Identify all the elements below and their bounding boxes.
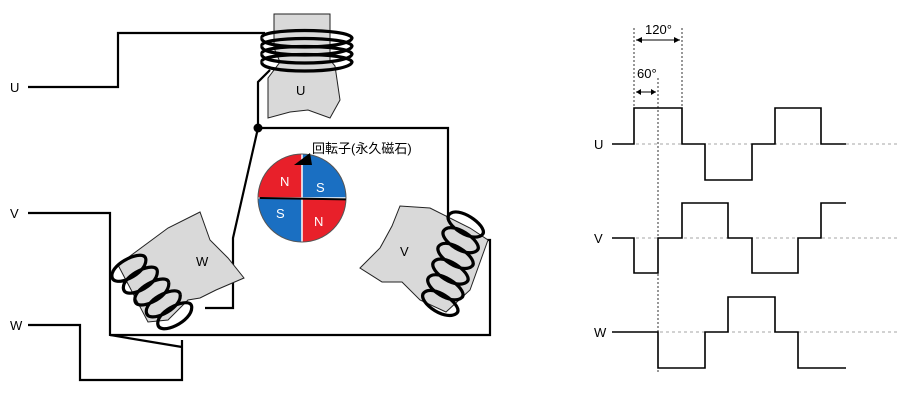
v-terminal-wire [28, 211, 183, 349]
v-phase-label: V [594, 231, 603, 246]
w-phase-waveform [612, 296, 846, 369]
u-coil-lead [256, 69, 271, 128]
w-pole: W [110, 211, 245, 331]
u-pole: U [260, 13, 354, 119]
u-pole-label: U [296, 83, 305, 98]
w-pole-label: W [196, 254, 209, 269]
v-phase-waveform [612, 202, 846, 274]
v-coil [421, 210, 485, 317]
u-phase-label: U [594, 137, 603, 152]
rotor-segment-south-left [258, 198, 302, 242]
w-terminal-wire [28, 323, 184, 382]
rotor-segment-north-top [258, 154, 302, 198]
rotor-outline [257, 153, 347, 243]
angle-60-label: 60° [637, 66, 657, 81]
angle-120-label: 120° [645, 22, 672, 37]
u-terminal-label: U [10, 80, 19, 95]
u-terminal-wire [28, 31, 265, 89]
rotor-segment-label-2: S [316, 180, 325, 195]
u-phase-waveform [612, 107, 846, 181]
v-pole: V [359, 205, 489, 317]
v-terminal-label: V [10, 206, 19, 221]
w-phase-label: W [594, 325, 607, 340]
phase-waveforms: 120° 60° U V W [594, 22, 900, 372]
rotor-arrow-head [294, 153, 312, 165]
rotor-arrow-shaft [259, 197, 346, 201]
neutral-wire-right [258, 126, 450, 215]
w-core [117, 211, 245, 323]
rotor-segment-north-bottom [302, 198, 346, 242]
rotor: N S N S [257, 153, 347, 243]
rotor-segment-label-4: S [276, 206, 285, 221]
rotor-segment-south-right [302, 154, 346, 198]
angle-60-arrowheads [636, 89, 656, 95]
w-terminal-label: W [10, 318, 23, 333]
w-coil [110, 253, 194, 331]
rotor-segment-label-3: N [314, 214, 323, 229]
neutral-junction-dot [253, 123, 263, 133]
motor-schematic: U W V U V W [10, 13, 492, 382]
rotor-label: 回転子(永久磁石) [312, 141, 412, 156]
u-coil [260, 28, 354, 73]
rotor-segment-label-1: N [280, 174, 289, 189]
v-pole-label: V [400, 244, 409, 259]
